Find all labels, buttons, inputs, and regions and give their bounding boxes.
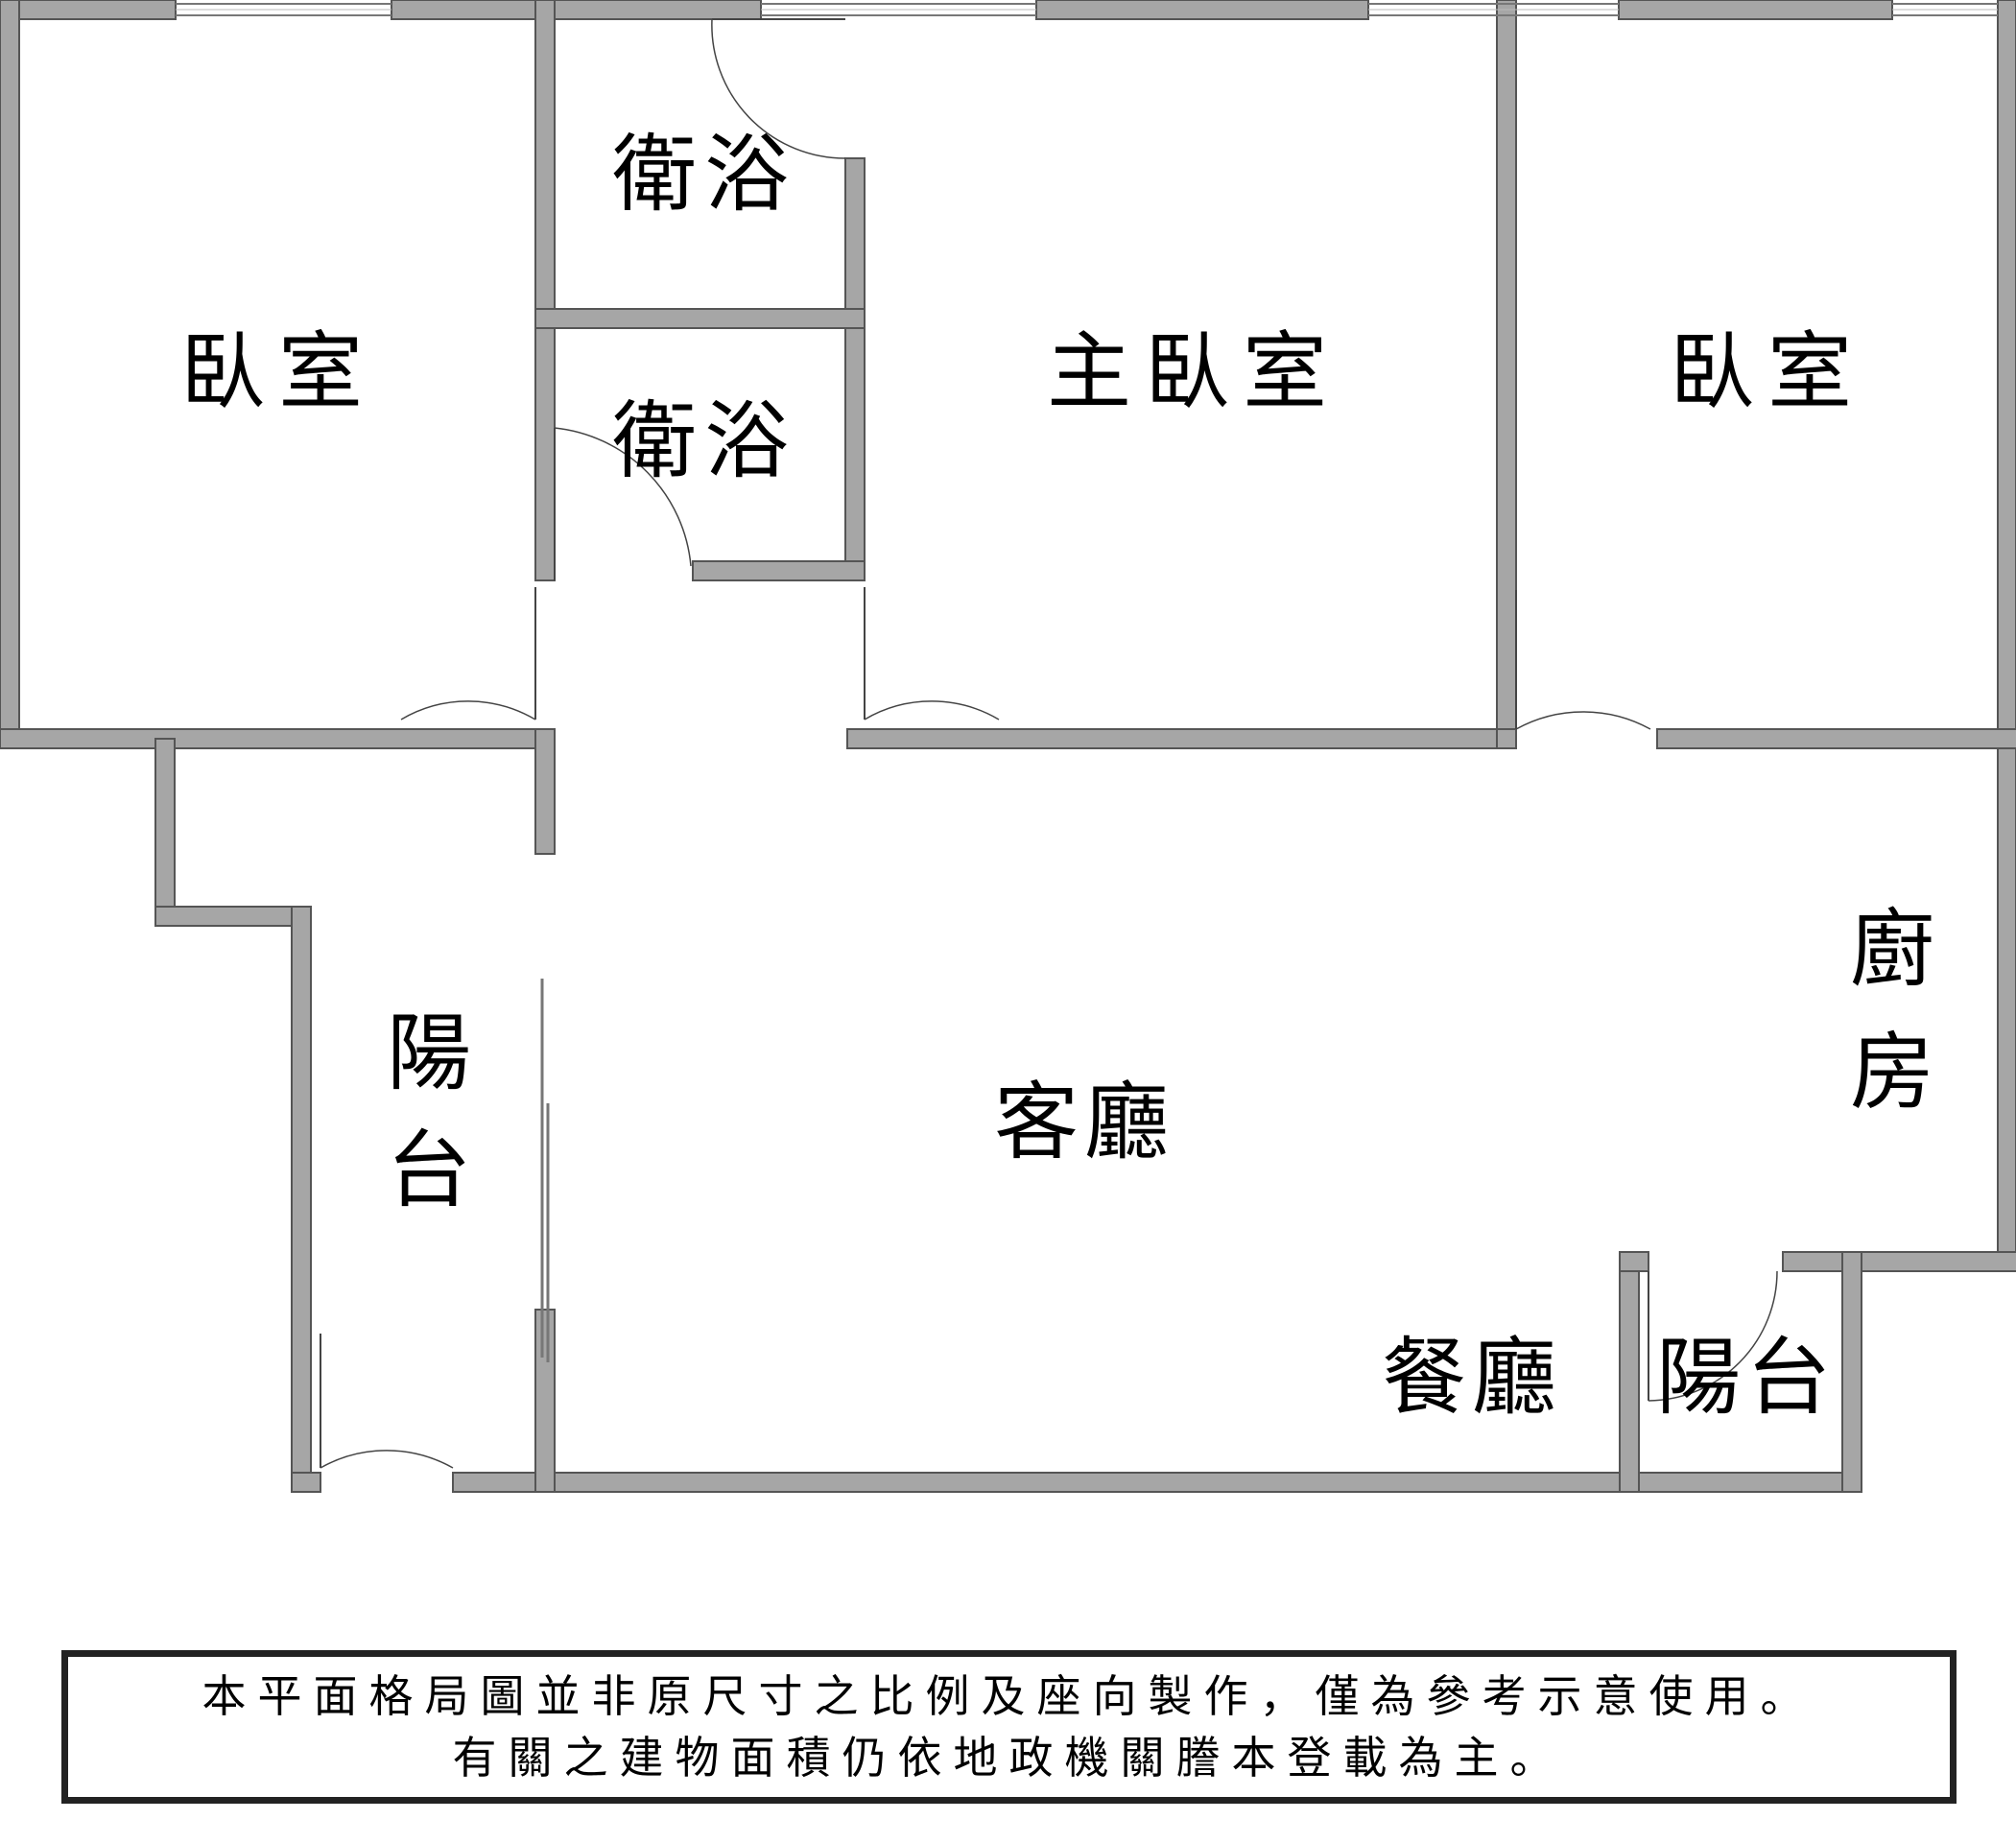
wall-segment — [1619, 1251, 1640, 1493]
room-label-bath-lower: 衛浴 — [612, 391, 796, 490]
door-swing — [320, 1450, 454, 1469]
disclaimer-line-1: 本平面格局圖並非原尺寸之比例及座向製作，僅為參考示意使用。 — [202, 1670, 1816, 1722]
wall-segment — [534, 0, 556, 581]
disclaimer-box: 本平面格局圖並非原尺寸之比例及座向製作，僅為參考示意使用。 有關之建物面積仍依地… — [61, 1650, 1957, 1804]
room-label-balcony-left-2: 台 — [387, 1121, 471, 1219]
wall-segment — [844, 157, 866, 581]
wall-segment — [534, 1309, 556, 1493]
wall-segment — [391, 0, 762, 20]
room-label-dining-room: 餐廳 — [1382, 1328, 1562, 1427]
room-label-bedroom-left: 臥室 — [180, 322, 376, 421]
wall-segment — [1782, 1251, 2016, 1272]
wall-segment — [291, 906, 312, 1493]
door-swing — [554, 427, 692, 567]
room-label-kitchen-2: 房 — [1850, 1023, 1934, 1122]
wall-segment — [291, 1472, 321, 1493]
wall-segment — [154, 738, 176, 927]
wall-segment — [534, 728, 556, 855]
door-swing — [864, 700, 1000, 721]
doors — [320, 18, 1778, 1469]
wall-segment — [1619, 1251, 1649, 1272]
room-label-balcony-left-1: 陽 — [387, 1004, 471, 1102]
wall-segment — [1496, 728, 1517, 749]
wall-segment — [534, 308, 866, 329]
room-label-bath-upper: 衛浴 — [612, 125, 796, 224]
room-label-balcony-right: 陽台 — [1656, 1328, 1837, 1427]
walls — [0, 0, 2016, 1493]
wall-segment — [1997, 0, 2016, 1272]
wall-segment — [452, 1472, 1862, 1493]
room-label-master-bedroom: 主臥室 — [1047, 322, 1340, 421]
room-label-living-room: 客廳 — [994, 1073, 1174, 1171]
wall-segment — [1618, 0, 1893, 20]
disclaimer-line-2: 有關之建物面積仍依地政機關謄本登載為主。 — [452, 1732, 1566, 1784]
wall-segment — [846, 728, 1510, 749]
door-swing — [1648, 1270, 1778, 1402]
room-label-bedroom-right: 臥室 — [1670, 322, 1865, 421]
wall-segment — [0, 728, 556, 749]
wall-segment — [1841, 1251, 1862, 1493]
door-swing — [1515, 711, 1651, 730]
door-swing — [400, 700, 536, 721]
windows — [176, 3, 1998, 1362]
wall-segment — [0, 0, 177, 20]
wall-segment — [1496, 0, 1517, 749]
door-swing — [711, 18, 846, 159]
room-label-kitchen-1: 廚 — [1850, 900, 1934, 999]
wall-segment — [0, 0, 20, 749]
wall-segment — [1035, 0, 1369, 20]
wall-segment — [692, 560, 866, 581]
wall-segment — [154, 906, 312, 927]
wall-segment — [1656, 728, 2016, 749]
floor-plan: 臥室 衛浴 衛浴 主臥室 臥室 陽 台 客廳 廚 房 餐廳 陽台 — [0, 0, 2016, 1493]
